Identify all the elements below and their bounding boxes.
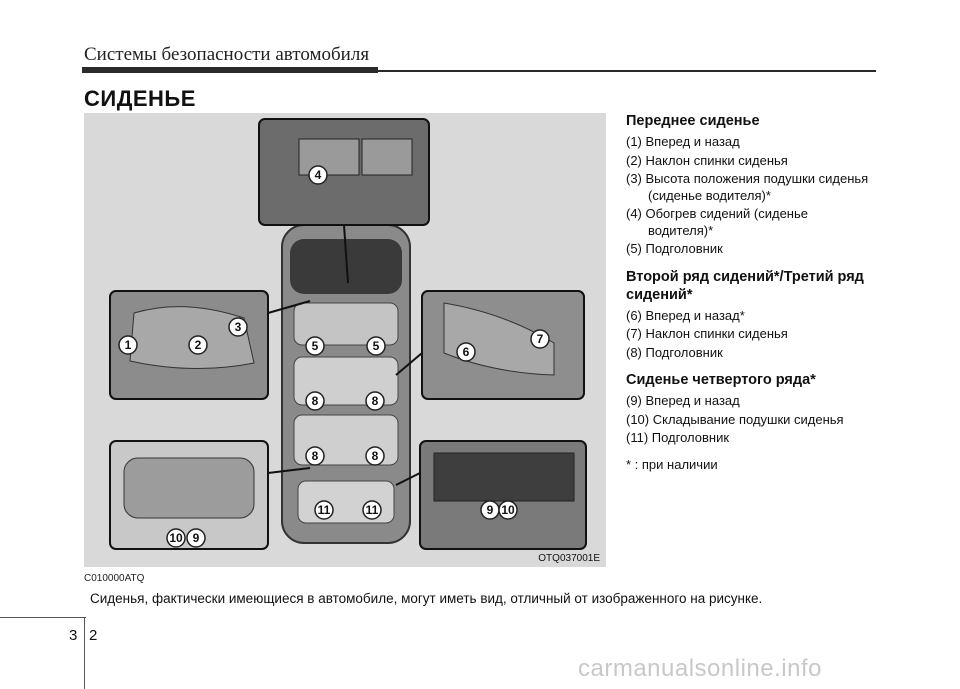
callout-10-fold: 10 <box>501 503 515 517</box>
list-item: (3) Высота положения подушки сиденья (си… <box>626 171 869 203</box>
page-index: 2 <box>89 627 98 644</box>
page-section: 3 <box>69 627 78 644</box>
callout-3: 3 <box>235 320 242 334</box>
legend-panel: Переднее сиденье (1) Вперед и назад (2) … <box>626 112 876 472</box>
callout-8-d: 8 <box>372 449 379 463</box>
callout-8-a: 8 <box>312 394 319 408</box>
seat-illustration: 1 2 3 4 5 5 6 7 8 8 8 8 9 10 11 11 9 10 … <box>84 113 606 567</box>
page-rule-horizontal <box>0 617 86 618</box>
callout-9-fold: 9 <box>487 503 494 517</box>
callout-2: 2 <box>195 338 202 352</box>
callout-10-seat: 10 <box>169 531 183 545</box>
callout-8-c: 8 <box>312 449 319 463</box>
list-item: (11) Подголовник <box>626 430 730 445</box>
fourth-row-list: (9) Вперед и назад (10) Складывание поду… <box>626 393 876 447</box>
callout-4: 4 <box>315 168 322 182</box>
front-seat-list: (1) Вперед и назад (2) Наклон спинки сид… <box>626 134 876 258</box>
list-item: (9) Вперед и назад <box>626 393 740 408</box>
second-row-list: (6) Вперед и назад* (7) Наклон спинки си… <box>626 308 876 362</box>
watermark: carmanualsonline.info <box>578 655 822 682</box>
list-item: (6) Вперед и назад* <box>626 307 745 323</box>
list-item: (10) Складывание подушки сиденья <box>626 411 844 427</box>
callout-5-left: 5 <box>312 339 319 353</box>
callout-1: 1 <box>125 338 132 352</box>
page-rule-vertical <box>84 617 85 689</box>
callout-5-right: 5 <box>373 339 380 353</box>
callout-8-b: 8 <box>372 394 379 408</box>
fourth-row-heading: Сиденье четвертого ряда* <box>626 372 816 388</box>
fourth-row-seat <box>297 480 395 524</box>
header-rule-thick <box>82 67 378 73</box>
list-item: (8) Подголовник <box>626 344 723 360</box>
figure-code: OTQ037001E <box>538 553 600 564</box>
callout-11-left: 11 <box>318 503 331 517</box>
list-item: (7) Наклон спинки сиденья <box>626 326 788 341</box>
front-seat-heading: Переднее сиденье <box>626 113 760 129</box>
callout-11-right: 11 <box>366 503 379 517</box>
front-seats <box>293 302 399 346</box>
section-title: СИДЕНЬЕ <box>84 86 196 111</box>
callout-9-seat: 9 <box>193 531 200 545</box>
header-rule-thin <box>378 70 876 72</box>
list-item: (2) Наклон спинки сиденья <box>626 152 788 168</box>
caption-code: C010000ATQ <box>84 573 145 584</box>
footnote: * : при наличии <box>626 456 718 472</box>
second-row-heading: Второй ряд сидений*/Третий ряд сидений* <box>626 268 864 303</box>
header-title: Системы безопасности автомобиля <box>84 44 370 65</box>
list-item: (4) Обогрев сидений (сиденье водителя)* <box>626 206 808 238</box>
callout-7: 7 <box>537 332 544 346</box>
callout-6: 6 <box>463 345 470 359</box>
caption-note: Сиденья, фактически имеющиеся в автомоби… <box>90 591 763 606</box>
list-item: (1) Вперед и назад <box>626 134 740 149</box>
list-item: (5) Подголовник <box>626 241 723 256</box>
